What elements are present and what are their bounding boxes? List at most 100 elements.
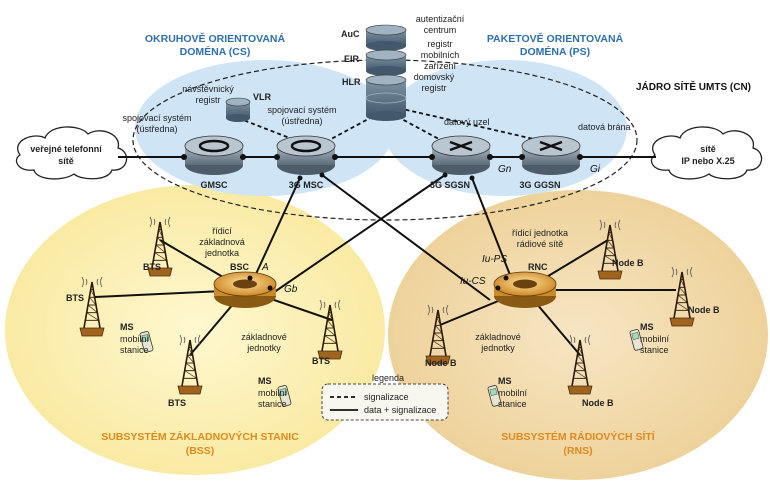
bsc-desc-3: jednotka: [204, 248, 239, 258]
sgsn-router[interactable]: [431, 135, 491, 175]
cs-domain-title-2: DOMÉNA (CS): [180, 45, 251, 58]
rnc-desc-2: rádiové sítě: [517, 239, 564, 249]
msc-desc-1: spojovací systém: [267, 105, 336, 115]
auc-label: AuC: [341, 29, 360, 39]
nodeb-tower-1-label: Node B: [612, 258, 644, 268]
eir-desc-3: zařízení: [424, 61, 457, 71]
iface-iups: Iu-PS: [482, 254, 507, 265]
iface-gn: Gn: [498, 164, 512, 175]
ms-phone-2-desc-1: mobilní: [258, 388, 288, 398]
gmsc-desc-1: spojovací systém: [122, 113, 191, 123]
gmsc-router[interactable]: [184, 135, 244, 175]
ggsn-label: 3G GGSN: [519, 180, 560, 190]
pstn-label-1: veřejné telefonní: [30, 144, 102, 154]
rns-bts-desc-2: jednotky: [480, 343, 515, 353]
bss-title-1: SUBSYSTÉM ZÁKLADNOVÝCH STANIC: [101, 430, 299, 443]
core-network-title: JÁDRO SÍTĚ UMTS (CN): [636, 80, 751, 93]
ms-phone-3-desc-2: stanice: [640, 345, 669, 355]
hlr-desc-2: registr: [421, 83, 446, 93]
legend-title: legenda: [372, 373, 404, 383]
towers-layer: BTS BTS BTS BTS Node B Node B Node B Node B: [66, 216, 720, 408]
legend-data: data + signalizace: [364, 405, 436, 415]
ip-label-1: sítě: [700, 144, 716, 154]
bts-tower-1-label: BTS: [143, 262, 161, 272]
ms-phone-1[interactable]: [139, 331, 154, 353]
ms-phone-2-label: MS: [258, 376, 272, 386]
cs-domain-title-1: OKRUHOVĚ ORIENTOVANÁ: [145, 32, 286, 45]
nodeb-tower-2[interactable]: [669, 266, 695, 327]
auc-desc-1: autentizační: [416, 14, 465, 24]
msc-desc-2: (ústředna): [281, 116, 322, 126]
bts-tower-2[interactable]: [79, 276, 105, 337]
iface-gb: Gb: [284, 284, 298, 295]
vlr-desc-1: návštěvnický: [182, 84, 234, 94]
vlr-label: VLR: [253, 92, 272, 102]
msc-router[interactable]: [276, 135, 336, 175]
bts-tower-3-label: BTS: [168, 398, 186, 408]
hlr-database[interactable]: [365, 74, 407, 121]
rns-title-2: (RNS): [563, 445, 592, 457]
nodeb-tower-3-label: Node B: [582, 398, 614, 408]
nodeb-tower-1[interactable]: [597, 219, 623, 280]
bts-tower-1[interactable]: [147, 216, 173, 277]
bts-tower-3[interactable]: [177, 334, 203, 395]
bsc-ring[interactable]: [213, 271, 277, 308]
ms-phone-2[interactable]: [277, 385, 292, 407]
eir-database[interactable]: [365, 49, 407, 76]
ms-phone-2-desc-2: stanice: [258, 399, 287, 409]
ms-phone-1-desc-1: mobilní: [120, 334, 150, 344]
ms-phone-3[interactable]: [629, 329, 644, 351]
pstn-cloud: [15, 126, 128, 180]
sgsn-label: 3G SGSN: [430, 180, 470, 190]
auc-database[interactable]: [365, 24, 407, 51]
ms-phone-3-label: MS: [640, 322, 654, 332]
nodeb-tower-3[interactable]: [567, 334, 593, 395]
rnc-ring[interactable]: [493, 271, 557, 308]
nodeb-tower-4[interactable]: [425, 304, 451, 365]
rns-title-1: SUBSYSTÉM RÁDIOVÝCH SÍTÍ: [501, 430, 656, 443]
ps-domain-title-2: DOMÉNA (PS): [520, 45, 590, 58]
ms-phone-3-desc-1: mobilní: [640, 334, 670, 344]
bts-desc-2: jednotky: [246, 343, 281, 353]
signaling-links: [237, 104, 561, 146]
rnc-desc-1: řídicí jednotka: [512, 228, 568, 238]
pstn-label-2: sítě: [58, 156, 74, 166]
data-node-label: datový uzel: [444, 117, 490, 127]
bts-tower-2-label: BTS: [66, 293, 84, 303]
gmsc-label: GMSC: [201, 180, 229, 190]
nodeb-tower-2-label: Node B: [688, 305, 720, 315]
ms-phone-1-label: MS: [120, 322, 134, 332]
auc-desc-2: centrum: [424, 25, 457, 35]
vlr-database[interactable]: [225, 97, 251, 122]
legend-box: [321, 383, 449, 421]
rnc-label: RNC: [528, 262, 548, 272]
vlr-desc-2: registr: [195, 95, 220, 105]
ms-phone-4-desc-1: mobilní: [498, 388, 528, 398]
data-gateway-label: datová brána: [578, 122, 631, 132]
rns-bts-desc-1: základnové: [475, 332, 521, 342]
bsc-label: BSC: [230, 262, 250, 272]
ps-domain-title-1: PAKETOVĚ ORIENTOVANÁ: [487, 32, 624, 45]
eir-label: EIR: [344, 54, 360, 64]
ms-phone-4[interactable]: [487, 385, 502, 407]
bss-title-2: (BSS): [186, 445, 215, 457]
bts-desc-1: základnové: [241, 332, 287, 342]
nodeb-tower-4-label: Node B: [425, 358, 457, 368]
hlr-label: HLR: [342, 77, 361, 87]
iface-a: A: [261, 262, 269, 273]
legend-signaling: signalizace: [364, 392, 409, 402]
gmsc-desc-2: (ústředna): [136, 124, 177, 134]
bts-tower-4[interactable]: [317, 299, 343, 360]
ggsn-router[interactable]: [521, 135, 581, 175]
rns-region: [388, 190, 768, 480]
ms-phone-4-label: MS: [498, 376, 512, 386]
iface-gi: Gi: [590, 164, 601, 175]
bsc-desc-1: řídicí: [212, 226, 232, 236]
phones-layer: MSmobilnístaniceMSmobilnístaniceMSmobiln…: [120, 322, 670, 409]
eir-desc-2: mobilních: [421, 50, 460, 60]
bts-tower-4-label: BTS: [312, 356, 330, 366]
ms-phone-1-desc-2: stanice: [120, 345, 149, 355]
ms-phone-4-desc-2: stanice: [498, 399, 527, 409]
